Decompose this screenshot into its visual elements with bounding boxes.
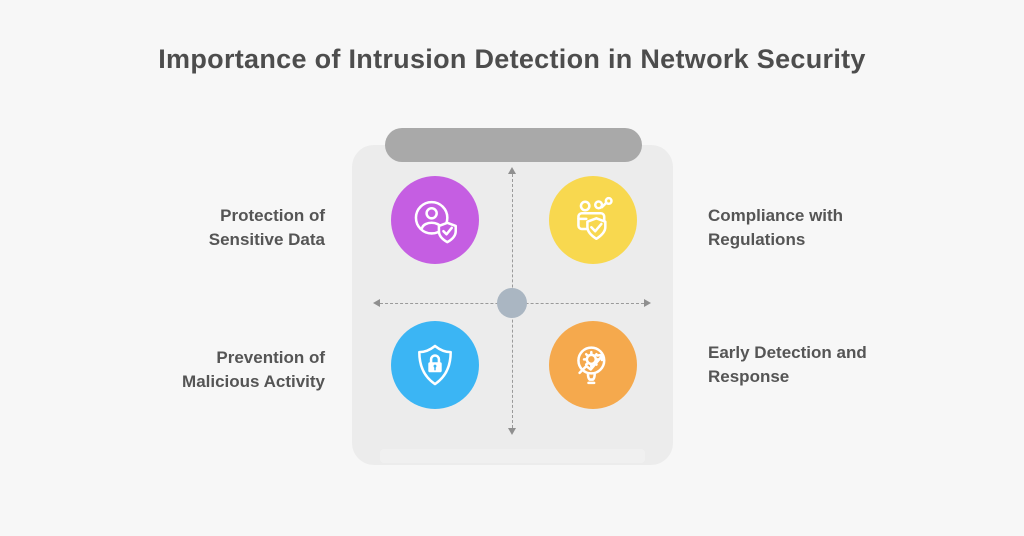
label-early-detection-and-response: Early Detection and Response: [708, 341, 968, 389]
label-prevention-of-malicious-activity: Prevention of Malicious Activity: [65, 346, 325, 394]
protection-circle: [391, 176, 479, 264]
label-line: Protection of: [220, 206, 325, 225]
label-line: Sensitive Data: [208, 230, 325, 249]
user-shield-check-icon: [414, 200, 457, 244]
label-line: Early Detection and: [708, 343, 867, 362]
arrowhead-down-icon: [508, 428, 516, 435]
crosshair-center-dot: [497, 288, 527, 318]
arrowhead-right-icon: [644, 299, 651, 307]
label-protection-of-sensitive-data: Protection of Sensitive Data: [75, 204, 325, 252]
bulb-gear-growth-icon: [577, 346, 606, 385]
compliance-circle: [549, 176, 637, 264]
label-line: Regulations: [708, 230, 806, 249]
arrowhead-left-icon: [373, 299, 380, 307]
shield-lock-icon: [418, 344, 452, 386]
label-line: Response: [708, 367, 790, 386]
label-line: Prevention of: [216, 348, 325, 367]
page-title: Importance of Intrusion Detection in Net…: [158, 44, 866, 74]
watermark-band: [380, 449, 645, 463]
early-detection-circle: [549, 321, 637, 409]
team-shield-check-icon: [577, 196, 613, 241]
label-line: Compliance with: [708, 206, 844, 225]
label-line: Malicious Activity: [182, 372, 325, 391]
clipboard-clip-bar: [385, 128, 642, 162]
prevention-circle: [391, 321, 479, 409]
label-compliance-with-regulations: Compliance with Regulations: [708, 204, 968, 252]
arrowhead-up-icon: [508, 167, 516, 174]
